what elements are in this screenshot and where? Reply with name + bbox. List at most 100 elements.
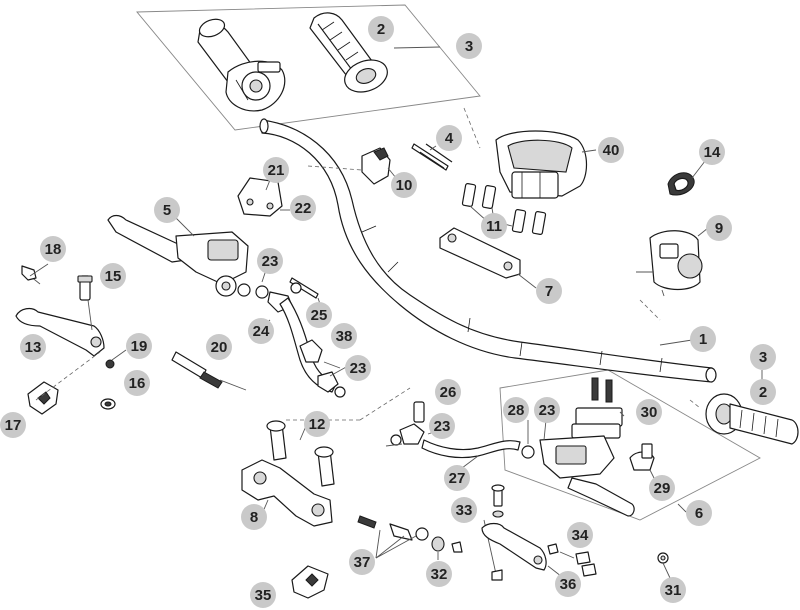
brake-master-cylinder [521, 377, 655, 517]
svg-text:38: 38 [336, 328, 353, 345]
svg-text:15: 15 [105, 268, 122, 285]
svg-text:33: 33 [456, 502, 473, 519]
svg-text:28: 28 [508, 402, 525, 419]
callout-35: 35 [250, 582, 276, 608]
lower-handlebar-clamp [241, 420, 335, 527]
clutch-lever [15, 275, 105, 357]
callout-14: 14 [699, 139, 725, 165]
cable-ties [411, 143, 453, 171]
callout-4: 4 [436, 125, 462, 151]
callout-26: 26 [435, 379, 461, 405]
clamp-part-10 [361, 147, 401, 185]
svg-text:18: 18 [45, 241, 62, 258]
callout-6: 6 [686, 500, 712, 526]
svg-text:3: 3 [759, 349, 767, 366]
svg-text:37: 37 [354, 554, 371, 571]
callout-28: 28 [503, 397, 529, 423]
svg-text:2: 2 [377, 21, 385, 38]
callout-23: 23 [429, 413, 455, 439]
upper-handlebar-clamp [439, 227, 537, 289]
svg-text:25: 25 [311, 307, 328, 324]
grip-set-frame [136, 4, 481, 131]
spacer-34 [547, 543, 597, 577]
svg-text:29: 29 [654, 480, 671, 497]
clamp-bracket [237, 177, 290, 217]
callout-29: 29 [649, 475, 675, 501]
svg-text:40: 40 [603, 142, 620, 159]
handlebar-switch [636, 230, 703, 297]
hose-fitting-38 [299, 339, 346, 398]
svg-text:9: 9 [715, 220, 723, 237]
lever-cover-35 [291, 565, 329, 599]
svg-text:19: 19 [131, 338, 148, 355]
svg-text:35: 35 [255, 587, 272, 604]
svg-text:23: 23 [434, 418, 451, 435]
svg-text:13: 13 [25, 339, 42, 356]
callout-15: 15 [100, 263, 126, 289]
callout-37: 37 [349, 549, 375, 575]
svg-text:1: 1 [699, 331, 707, 348]
callout-3: 3 [750, 344, 776, 370]
callout-3: 3 [456, 33, 482, 59]
svg-text:14: 14 [704, 144, 721, 161]
svg-text:4: 4 [445, 130, 454, 147]
callout-24: 24 [248, 318, 274, 344]
callout-25: 25 [306, 302, 332, 328]
callout-2: 2 [750, 379, 776, 405]
callout-38: 38 [331, 323, 357, 349]
svg-text:26: 26 [440, 384, 457, 401]
svg-text:23: 23 [262, 253, 279, 270]
callout-8: 8 [241, 504, 267, 530]
adjuster-set-37 [357, 515, 463, 559]
right-grip [705, 370, 799, 445]
callout-31: 31 [660, 577, 686, 603]
brake-lever-36 [481, 522, 547, 571]
svg-text:23: 23 [350, 360, 367, 377]
pivot-bolt-15 [77, 275, 93, 331]
callout-18: 18 [40, 236, 66, 262]
callout-32: 32 [426, 561, 452, 587]
svg-text:20: 20 [211, 339, 228, 356]
callout-23: 23 [345, 355, 371, 381]
svg-text:12: 12 [309, 416, 326, 433]
callout-34: 34 [567, 522, 593, 548]
handlebar [259, 118, 717, 383]
svg-text:6: 6 [695, 505, 703, 522]
svg-text:8: 8 [250, 509, 258, 526]
svg-text:27: 27 [449, 470, 466, 487]
brake-hose [385, 401, 521, 459]
pivot-bolt-33 [483, 484, 505, 581]
svg-text:31: 31 [665, 582, 682, 599]
lever-bolt-18 [21, 263, 49, 281]
svg-text:23: 23 [539, 402, 556, 419]
callout-27: 27 [444, 465, 470, 491]
adjuster-20 [171, 351, 247, 391]
callout-7: 7 [536, 278, 562, 304]
svg-text:16: 16 [129, 375, 146, 392]
callout-21: 21 [263, 157, 289, 183]
callout-13: 13 [20, 334, 46, 360]
svg-text:21: 21 [268, 162, 285, 179]
callout-36: 36 [555, 571, 581, 597]
clutch-lever-assembly [107, 214, 249, 297]
svg-text:7: 7 [545, 283, 553, 300]
svg-text:5: 5 [163, 202, 171, 219]
svg-text:17: 17 [5, 417, 22, 434]
svg-text:36: 36 [560, 576, 577, 593]
callout-2: 2 [368, 16, 394, 42]
callout-20: 20 [206, 334, 232, 360]
callout-9: 9 [706, 215, 732, 241]
svg-text:11: 11 [486, 218, 502, 235]
svg-text:30: 30 [641, 404, 658, 421]
rubber-grip-top [309, 12, 388, 93]
svg-text:2: 2 [759, 384, 767, 401]
throttle-grip-assembly [197, 18, 286, 112]
callout-19: 19 [126, 333, 152, 359]
callout-10: 10 [391, 172, 417, 198]
callout-23: 23 [534, 397, 560, 423]
svg-text:24: 24 [253, 323, 270, 340]
callout-17: 17 [0, 412, 26, 438]
callout-23: 23 [257, 248, 283, 274]
callout-12: 12 [304, 411, 330, 437]
